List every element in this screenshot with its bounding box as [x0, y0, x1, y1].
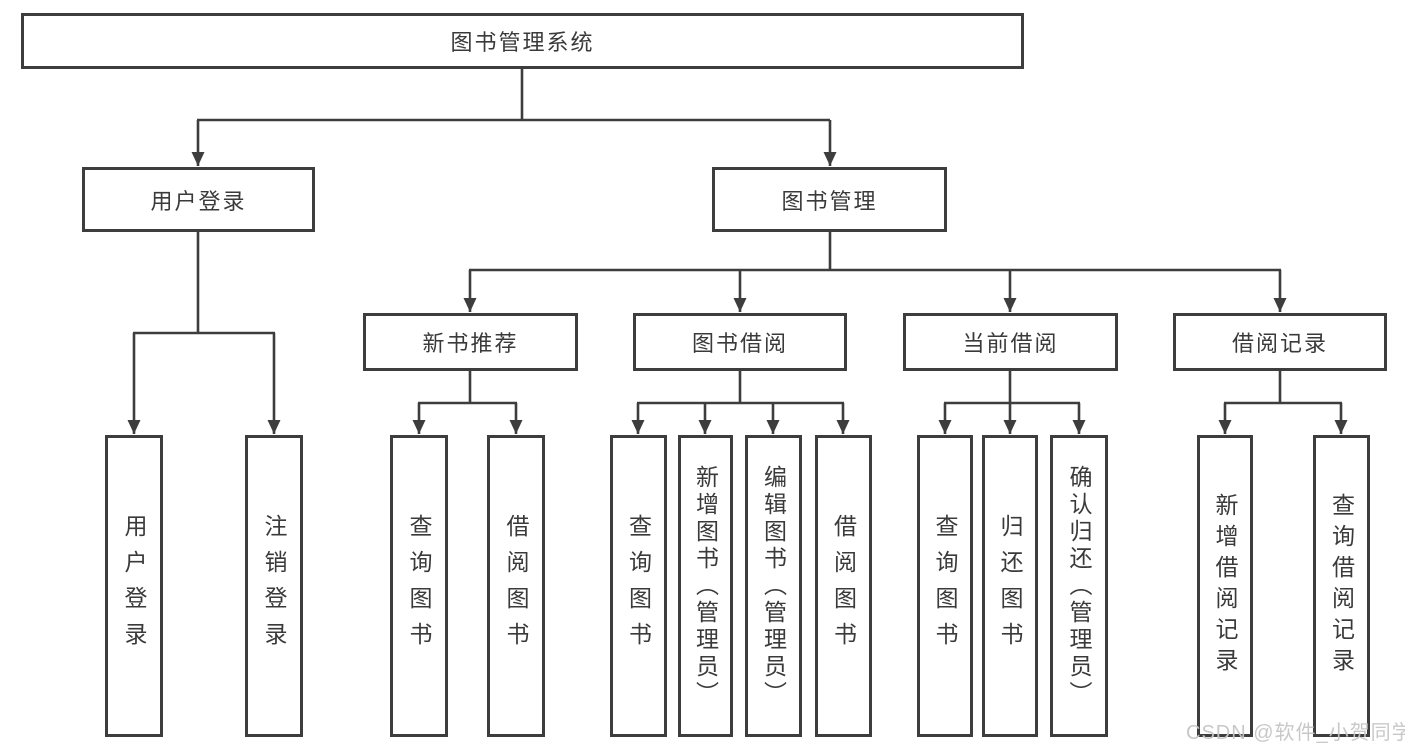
leaf-query-book-current: 查询图书	[917, 435, 973, 737]
node-book-management: 图书管理	[712, 167, 947, 232]
leaf-query-book-recommendation: 查询图书	[390, 435, 448, 737]
node-new-book-recommendation: 新书推荐	[363, 313, 578, 371]
leaf-add-book-admin: 新增图书（管理员）	[678, 435, 733, 737]
leaf-user-login: 用户登录	[105, 435, 163, 737]
node-library-management-system: 图书管理系统	[21, 13, 1024, 69]
csdn-watermark: CSDN @软件_小贺同学	[1186, 722, 1405, 744]
leaf-borrow-book: 借阅图书	[815, 435, 872, 737]
leaf-borrow-book-recommendation: 借阅图书	[487, 435, 545, 737]
leaf-logout: 注销登录	[245, 435, 303, 737]
leaf-return-book: 归还图书	[982, 435, 1038, 737]
node-current-borrowing: 当前借阅	[903, 313, 1118, 371]
node-user-login: 用户登录	[82, 167, 315, 232]
leaf-edit-book-admin: 编辑图书（管理员）	[745, 435, 802, 737]
leaf-add-borrow-record: 新增借阅记录	[1197, 435, 1253, 737]
leaf-confirm-return-admin: 确认归还（管理员）	[1050, 435, 1108, 737]
node-borrowing-records: 借阅记录	[1173, 313, 1387, 371]
leaf-query-book-borrowing: 查询图书	[610, 435, 667, 737]
node-book-borrowing: 图书借阅	[633, 313, 847, 371]
leaf-query-borrow-record: 查询借阅记录	[1313, 435, 1370, 737]
